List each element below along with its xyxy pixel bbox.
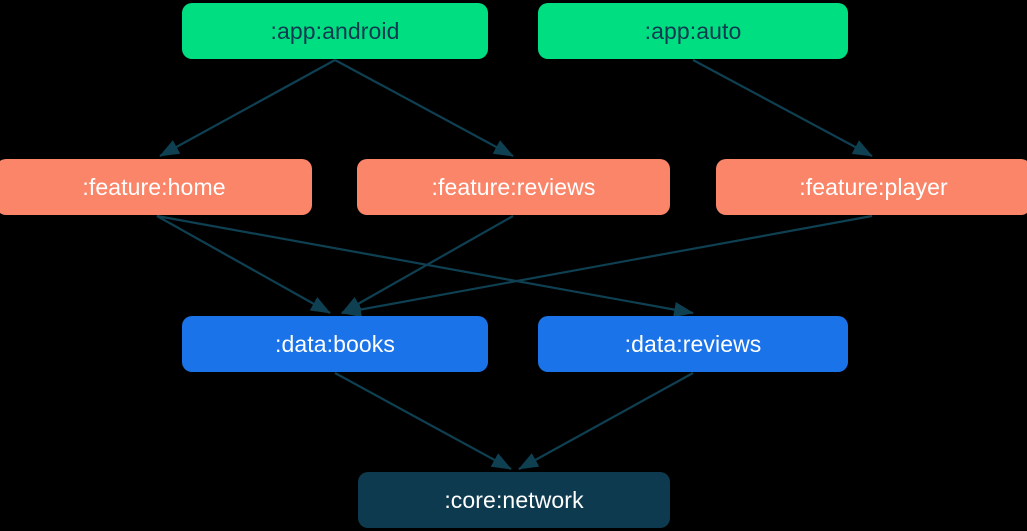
node-feature-reviews[interactable]: :feature:reviews	[357, 159, 670, 215]
node-label: :data:books	[274, 330, 396, 357]
node-data-reviews[interactable]: :data:reviews	[538, 316, 848, 372]
node-label: :app:android	[270, 17, 400, 44]
node-feature-player[interactable]: :feature:player	[716, 159, 1027, 215]
node-label: :data:reviews	[624, 330, 762, 357]
node-app-android[interactable]: :app:android	[182, 3, 488, 59]
edge-data-books-to-core-network	[334, 372, 512, 470]
edge-feature-player-to-data-books	[341, 214, 873, 318]
edge-app-android-to-feature-reviews	[334, 59, 514, 157]
node-data-books[interactable]: :data:books	[182, 316, 488, 372]
node-core-network[interactable]: :core:network	[358, 472, 670, 528]
edge-app-android-to-feature-home	[159, 59, 336, 157]
edge-app-auto-to-feature-player	[692, 59, 873, 157]
edge-data-reviews-to-core-network	[518, 372, 694, 470]
edge-group	[156, 59, 873, 470]
node-app-auto[interactable]: :app:auto	[538, 3, 848, 59]
edge-feature-reviews-to-data-books	[341, 215, 514, 314]
node-label: :feature:player	[799, 173, 948, 200]
edge-feature-home-to-data-books	[156, 215, 331, 314]
edge-feature-home-to-data-reviews	[156, 214, 694, 318]
node-feature-home[interactable]: :feature:home	[0, 159, 312, 215]
node-label: :core:network	[444, 486, 584, 513]
node-label: :app:auto	[644, 17, 742, 44]
node-label: :feature:home	[82, 173, 226, 200]
node-label: :feature:reviews	[431, 173, 596, 200]
